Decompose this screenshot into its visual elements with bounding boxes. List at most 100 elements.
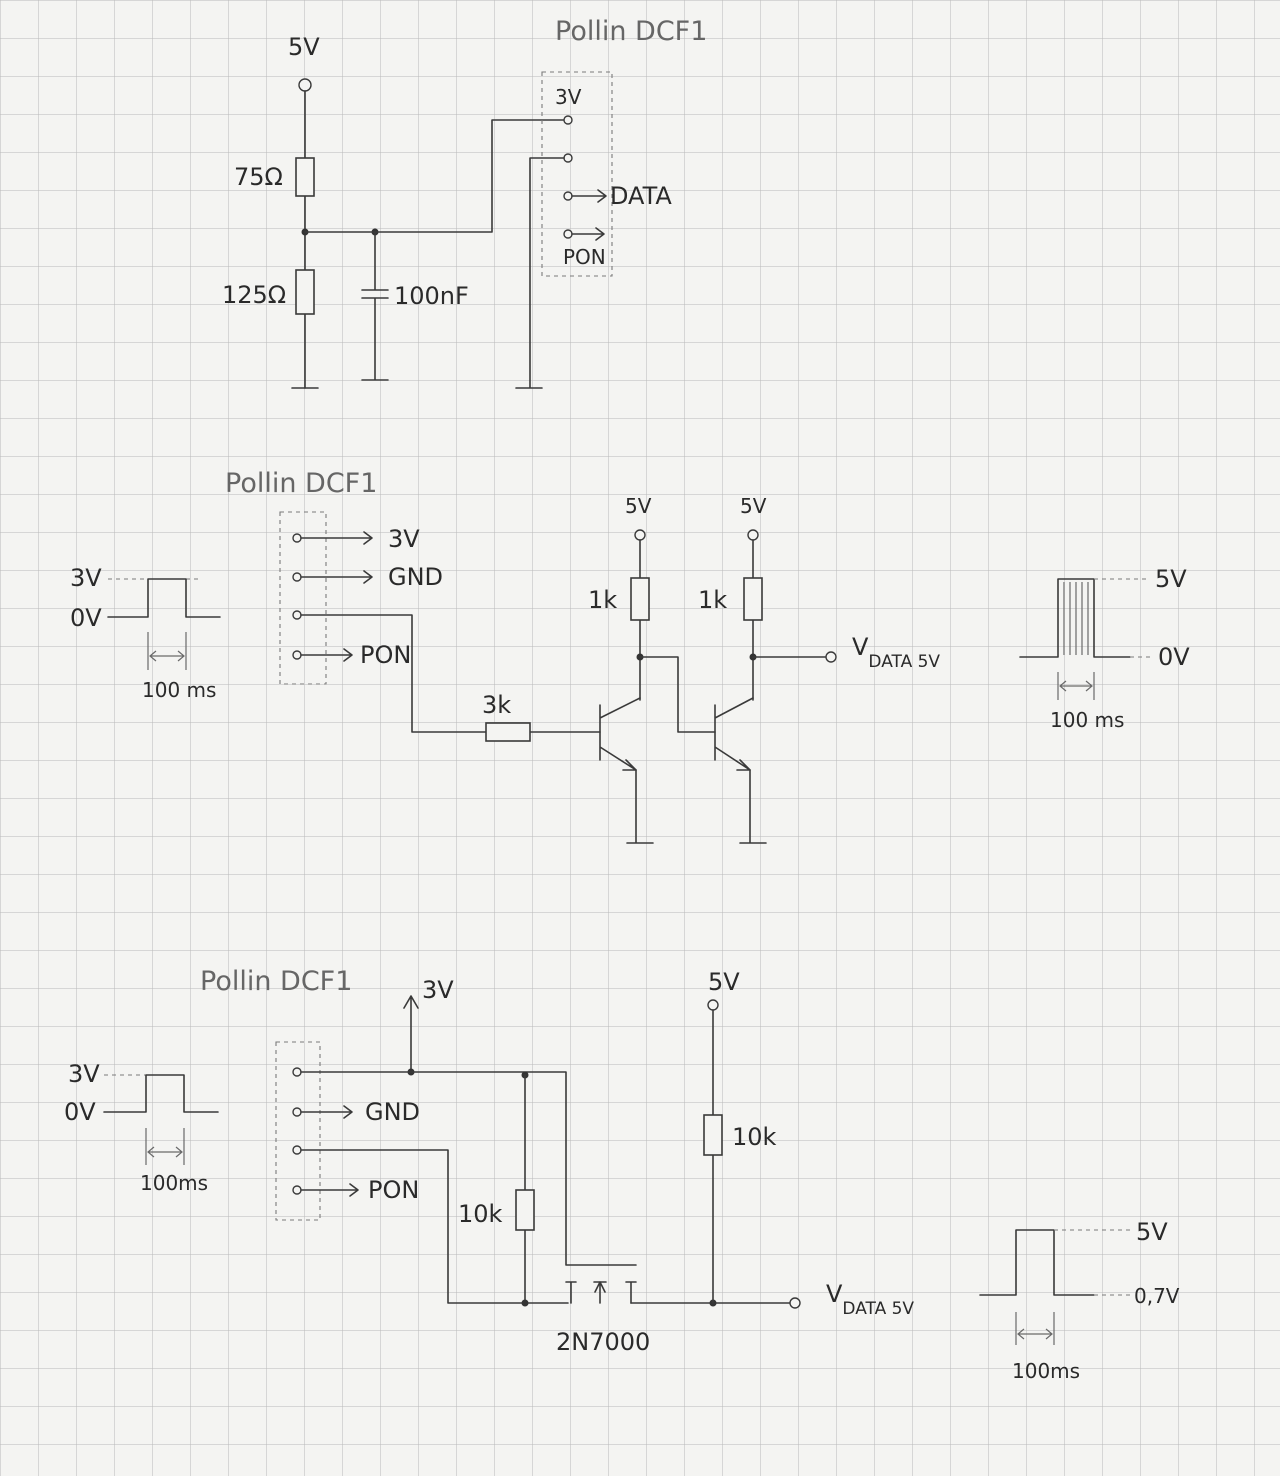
c3-output-high-label: 5V bbox=[1136, 1218, 1168, 1246]
c3-mosfet-label: 2N7000 bbox=[556, 1328, 650, 1356]
c2-transistor1 bbox=[599, 697, 641, 771]
c2-module-title: Pollin DCF1 bbox=[225, 468, 377, 499]
c2-3v-arrow bbox=[300, 531, 373, 545]
c3-pullup-resistor-value: 10k bbox=[732, 1123, 777, 1151]
c3-output-symbol: V bbox=[826, 1280, 843, 1308]
c2-supply1-label: 5V bbox=[625, 494, 652, 518]
c2-output-low-label: 0V bbox=[1158, 643, 1190, 671]
c2-input-width-label: 100 ms bbox=[142, 678, 216, 702]
c1-supply-terminal bbox=[298, 78, 312, 92]
c3-3v-wire bbox=[300, 1071, 637, 1266]
c2-supply1-terminal bbox=[634, 529, 646, 541]
c2-pin-pon bbox=[292, 650, 302, 660]
c3-gnd-arrow bbox=[300, 1105, 353, 1119]
c3-mosfet bbox=[565, 1281, 637, 1304]
c3-pin-data bbox=[292, 1145, 302, 1155]
c1-capacitor bbox=[361, 231, 389, 381]
c1-module-title: Pollin DCF1 bbox=[555, 16, 707, 47]
c2-gnd-label: GND bbox=[388, 563, 443, 591]
c2-output-width-marker bbox=[1057, 672, 1095, 700]
c2-supply2-terminal bbox=[747, 529, 759, 541]
c1-data-arrow bbox=[571, 189, 607, 203]
c2-pin-3v bbox=[292, 533, 302, 543]
circuit-1-voltage-divider: Pollin DCF1 5V 75Ω 125Ω 100nF 3V DATA PO… bbox=[222, 16, 707, 389]
c3-source-node-dot bbox=[521, 1299, 529, 1307]
c3-output-terminal bbox=[789, 1297, 801, 1309]
c3-supply-terminal bbox=[707, 999, 719, 1011]
c3-input-waveform bbox=[103, 1074, 219, 1113]
c3-input-low-label: 0V bbox=[64, 1098, 96, 1126]
c2-base-resistor-value: 3k bbox=[482, 691, 511, 719]
c1-pin-3v-label: 3V bbox=[555, 85, 582, 109]
c2-interstage-wire bbox=[639, 656, 716, 733]
c3-module-outline bbox=[275, 1041, 321, 1221]
c2-output-high-label: 5V bbox=[1155, 565, 1187, 593]
c2-pullup2 bbox=[743, 577, 763, 621]
c2-module-outline bbox=[279, 511, 327, 685]
c2-output-terminal bbox=[825, 651, 837, 663]
c3-output-width-label: 100ms bbox=[1012, 1359, 1080, 1383]
c3-input-width-marker bbox=[145, 1128, 185, 1165]
c3-output-low-label: 0,7V bbox=[1134, 1284, 1180, 1308]
c3-gnd-label: GND bbox=[365, 1098, 420, 1126]
c2-input-low-label: 0V bbox=[70, 604, 102, 632]
c1-pon-label: PON bbox=[563, 245, 606, 269]
c1-resistor-bottom-value: 125Ω bbox=[222, 281, 286, 309]
c3-module-title: Pollin DCF1 bbox=[200, 966, 352, 997]
c2-output-waveform bbox=[1019, 578, 1131, 658]
c1-module-outline bbox=[541, 71, 613, 277]
c2-emitter2-ground bbox=[739, 769, 767, 844]
c1-data-label: DATA bbox=[610, 182, 672, 210]
c2-output-level-guides bbox=[1094, 578, 1150, 658]
c2-pon-label: PON bbox=[360, 641, 411, 669]
c3-input-high-label: 3V bbox=[68, 1060, 100, 1088]
c3-output-label: VDATA 5V bbox=[826, 1280, 914, 1319]
c2-output-label: VDATA 5V bbox=[852, 633, 940, 672]
c1-supply-label: 5V bbox=[288, 33, 320, 61]
c3-source-wire bbox=[300, 1149, 569, 1304]
c3-input-width-label: 100ms bbox=[140, 1171, 208, 1195]
c3-supply-label: 5V bbox=[708, 968, 740, 996]
c3-output-level-guides bbox=[1054, 1229, 1130, 1296]
c2-gnd-arrow bbox=[300, 570, 373, 584]
c2-input-high-label: 3V bbox=[70, 564, 102, 592]
c3-pon-arrow bbox=[300, 1183, 359, 1197]
c2-3v-label: 3V bbox=[388, 525, 420, 553]
c1-pin-3v bbox=[563, 115, 573, 125]
c1-capacitor-value: 100nF bbox=[394, 282, 469, 310]
c3-pon-label: PON bbox=[368, 1176, 419, 1204]
c2-output-width-label: 100 ms bbox=[1050, 708, 1124, 732]
c3-3v-rail-arrow bbox=[403, 995, 419, 1073]
circuit-3-mosfet-shifter: Pollin DCF1 3V GND PON 3V 0V 100ms 10k 2… bbox=[64, 966, 1180, 1383]
c2-pullup2-value: 1k bbox=[698, 586, 727, 614]
c1-supply-wire bbox=[304, 119, 569, 233]
c1-resistor-top-value: 75Ω bbox=[234, 163, 283, 191]
c3-pin-gnd bbox=[292, 1107, 302, 1117]
c2-pin-data bbox=[292, 610, 302, 620]
c2-input-waveform bbox=[107, 578, 221, 618]
c2-base-resistor bbox=[485, 722, 531, 742]
c2-pon-arrow bbox=[300, 648, 353, 662]
c2-input-width-marker bbox=[147, 632, 187, 670]
c2-output-symbol: V bbox=[852, 633, 869, 661]
c3-output-waveform bbox=[979, 1229, 1095, 1296]
c2-pin-gnd bbox=[292, 572, 302, 582]
c2-pullup1-value: 1k bbox=[588, 586, 617, 614]
c1-resistor-bottom bbox=[295, 269, 315, 315]
c3-pin-3v bbox=[292, 1067, 302, 1077]
c3-gate-resistor bbox=[515, 1189, 535, 1231]
c3-output-width-marker bbox=[1015, 1312, 1055, 1345]
c1-pon-arrow bbox=[571, 227, 605, 241]
c2-transistor2 bbox=[714, 697, 754, 771]
c2-pullup1 bbox=[630, 577, 650, 621]
c2-emitter1-ground bbox=[626, 769, 654, 844]
c2-output-edge-hatch bbox=[1063, 582, 1089, 655]
c1-pin-pon bbox=[563, 229, 573, 239]
c2-output-subscript: DATA 5V bbox=[868, 652, 940, 672]
c1-pin-data bbox=[563, 191, 573, 201]
c1-resistor-top bbox=[295, 157, 315, 197]
c1-gnd-wire bbox=[515, 157, 565, 389]
c2-supply2-label: 5V bbox=[740, 494, 767, 518]
